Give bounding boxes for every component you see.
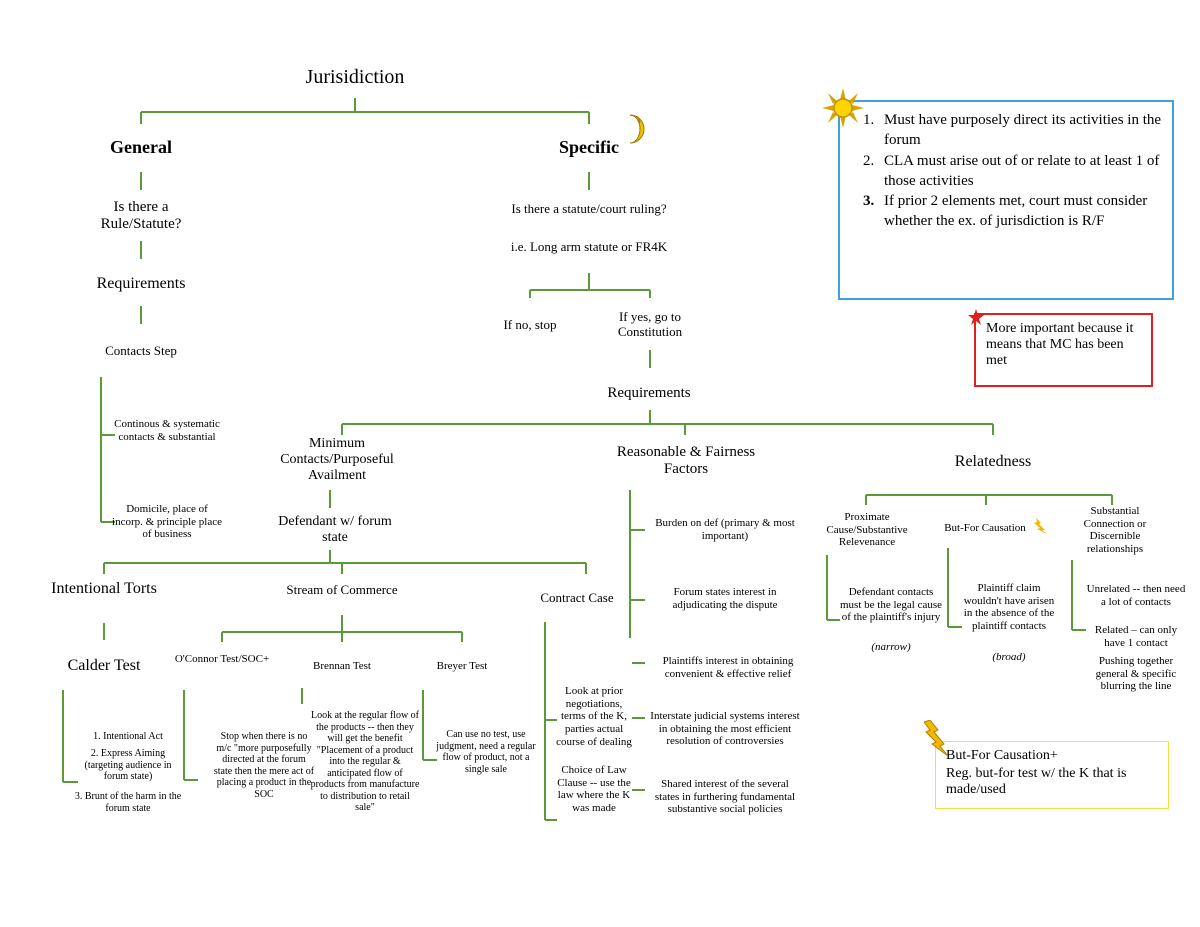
domicile: Domicile, place of incorp. & principle p… xyxy=(112,503,222,541)
but-for-note: (broad) xyxy=(992,651,1026,663)
more-important-text: More important because it means that MC … xyxy=(986,321,1134,369)
if-yes-constitution: If yes, go to Constitution xyxy=(617,309,683,339)
calder-item-1: 1. Intentional Act xyxy=(93,731,163,742)
proximate-cause: Proximate Cause/Substantive Relevenance xyxy=(826,511,908,549)
lightning-icon xyxy=(924,720,948,756)
element-3: If prior 2 elements met, court must cons… xyxy=(878,191,1172,232)
oconnor-test: O'Connor Test/SOC+ xyxy=(174,653,270,665)
contract-prior-negotiations: Look at prior negotiations, terms of the… xyxy=(556,685,632,748)
contacts-step: Contacts Step xyxy=(105,343,177,358)
substantial-connection: Substantial Connection or Discernible re… xyxy=(1083,505,1147,555)
but-for-desc: Plaintiff claim wouldn't have arisen in … xyxy=(963,582,1055,632)
moon-icon xyxy=(629,114,645,144)
intentional-torts: Intentional Torts xyxy=(51,580,157,597)
small-lightning-icon xyxy=(1034,518,1047,534)
factor-forum-interest: Forum states interest in adjudicating th… xyxy=(672,586,778,611)
element-1: Must have purposely direct its activitie… xyxy=(878,110,1172,151)
specific-question: Is there a statute/court ruling? xyxy=(511,201,667,216)
breyer-test: Breyer Test xyxy=(436,660,488,672)
brennan-test: Brennan Test xyxy=(313,660,371,672)
but-for-plus-desc: Reg. but-for test w/ the K that is made/… xyxy=(946,766,1127,798)
more-important-box: More important because it means that MC … xyxy=(974,313,1153,387)
if-no-stop: If no, stop xyxy=(503,317,557,332)
factor-burden: Burden on def (primary & most important) xyxy=(655,517,795,542)
contract-case: Contract Case xyxy=(540,590,614,605)
pushing-together: Pushing together general & specific blur… xyxy=(1095,655,1177,693)
minimum-contacts-heading: Minimum Contacts/Purposeful Availment xyxy=(280,436,394,484)
stream-of-commerce: Stream of Commerce xyxy=(286,582,398,597)
factor-interstate-judicial: Interstate judicial systems interest in … xyxy=(650,710,800,748)
but-for-plus-box: But-For Causation+ Reg. but-for test w/ … xyxy=(935,741,1169,809)
factor-shared-interest: Shared interest of the several states in… xyxy=(654,778,796,816)
contract-choice-of-law: Choice of Law Clause -- use the law wher… xyxy=(557,764,631,814)
general-question: Is there a Rule/Statute? xyxy=(100,199,182,233)
calder-item-3: 3. Brunt of the harm in the forum state xyxy=(74,791,182,814)
proximate-desc: Defendant contacts must be the legal cau… xyxy=(839,586,943,624)
oconnor-desc: Stop when there is no m/c "more purposef… xyxy=(213,731,315,800)
calder-item-2: 2. Express Aiming (targeting audience in… xyxy=(84,748,172,782)
calder-test: Calder Test xyxy=(67,657,141,674)
diagram-title: Jurisidiction xyxy=(305,66,405,88)
specific-heading: Specific xyxy=(559,137,619,157)
proximate-note: (narrow) xyxy=(871,641,911,653)
continuous-contacts: Continous & systematic contacts & substa… xyxy=(114,418,220,443)
related-contact: Related – can only have 1 contact xyxy=(1094,624,1178,649)
breyer-desc: Can use no test, use judgment, need a re… xyxy=(436,729,536,775)
brennan-desc: Look at the regular flow of the products… xyxy=(310,710,420,813)
but-for-plus-title: But-For Causation+ xyxy=(946,748,1058,763)
general-requirements: Requirements xyxy=(96,275,186,292)
relatedness-heading: Relatedness xyxy=(954,453,1032,470)
element-2: CLA must arise out of or relate to at le… xyxy=(878,151,1172,192)
reasonable-fairness-heading: Reasonable & Fairness Factors xyxy=(616,444,756,478)
but-for-causation: But-For Causation xyxy=(944,522,1026,534)
red-star-icon xyxy=(968,309,984,325)
factor-plaintiff-interest: Plaintiffs interest in obtaining conveni… xyxy=(662,655,794,680)
unrelated-contacts: Unrelated -- then need a lot of contacts xyxy=(1086,583,1186,608)
sun-icon xyxy=(822,88,864,128)
defendant-forum-state: Defendant w/ forum state xyxy=(278,514,392,546)
specific-elements-box: Must have purposely direct its activitie… xyxy=(838,100,1174,300)
specific-requirements: Requirements xyxy=(607,385,691,401)
general-heading: General xyxy=(110,137,172,157)
specific-example: i.e. Long arm statute or FR4K xyxy=(510,239,668,254)
